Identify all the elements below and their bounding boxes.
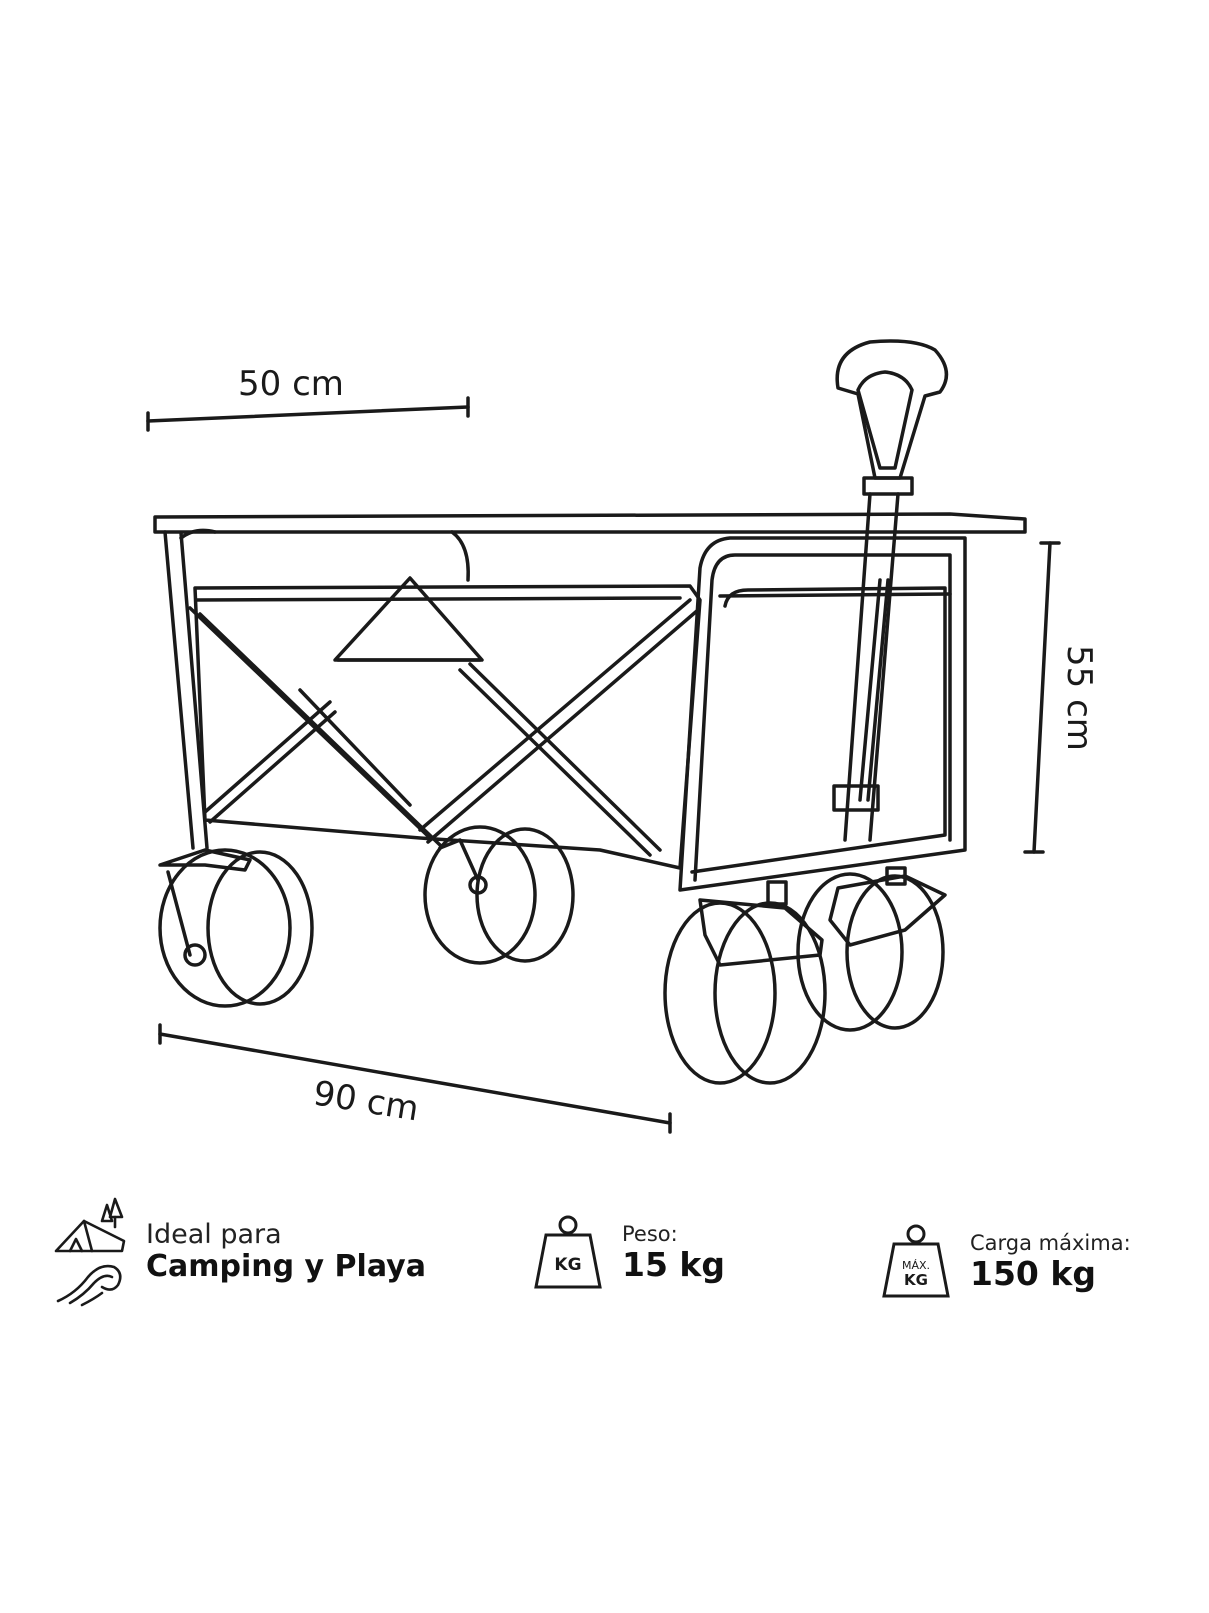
width-dimension-line <box>146 396 470 432</box>
front-pocket <box>333 576 484 662</box>
pull-handle <box>832 339 949 842</box>
table-top <box>153 512 1027 534</box>
max-load-label: Carga máxima: <box>970 1230 1131 1255</box>
max-weight-kg-icon: MÁX. KG <box>882 1224 950 1298</box>
max-icon-text-top: MÁX. <box>902 1259 930 1272</box>
rear-left-wheel <box>158 848 314 1008</box>
feature-use: Ideal para Camping y Playa <box>52 1195 426 1309</box>
width-label: 50 cm <box>238 364 344 404</box>
length-label: 90 cm <box>311 1073 422 1129</box>
weight-label: Peso: <box>622 1221 678 1246</box>
use-line2: Camping y Playa <box>146 1249 426 1285</box>
weight-kg-icon: KG <box>534 1215 602 1289</box>
waves-icon <box>56 1264 122 1307</box>
front-panel <box>678 536 967 892</box>
use-line1: Ideal para <box>146 1219 282 1251</box>
front-right-wheel <box>796 866 947 1032</box>
length-dimension-line <box>158 1023 672 1134</box>
max-load-value: 150 kg <box>970 1254 1096 1294</box>
rear-middle-wheel <box>423 825 575 965</box>
weight-icon-text: KG <box>554 1255 581 1275</box>
max-icon-text: KG <box>904 1271 928 1289</box>
x-braces <box>188 598 700 857</box>
height-label: 55 cm <box>1059 645 1099 751</box>
basket <box>193 584 702 870</box>
front-left-wheel <box>663 880 827 1085</box>
left-frame <box>163 528 470 850</box>
feature-weight: KG Peso: 15 kg <box>532 1213 725 1293</box>
height-dimension-line <box>1023 541 1061 854</box>
feature-max-load: MÁX. KG Carga máxima: 150 kg <box>880 1222 1131 1302</box>
camping-tent-icon <box>54 1197 126 1253</box>
weight-value: 15 kg <box>622 1245 725 1285</box>
